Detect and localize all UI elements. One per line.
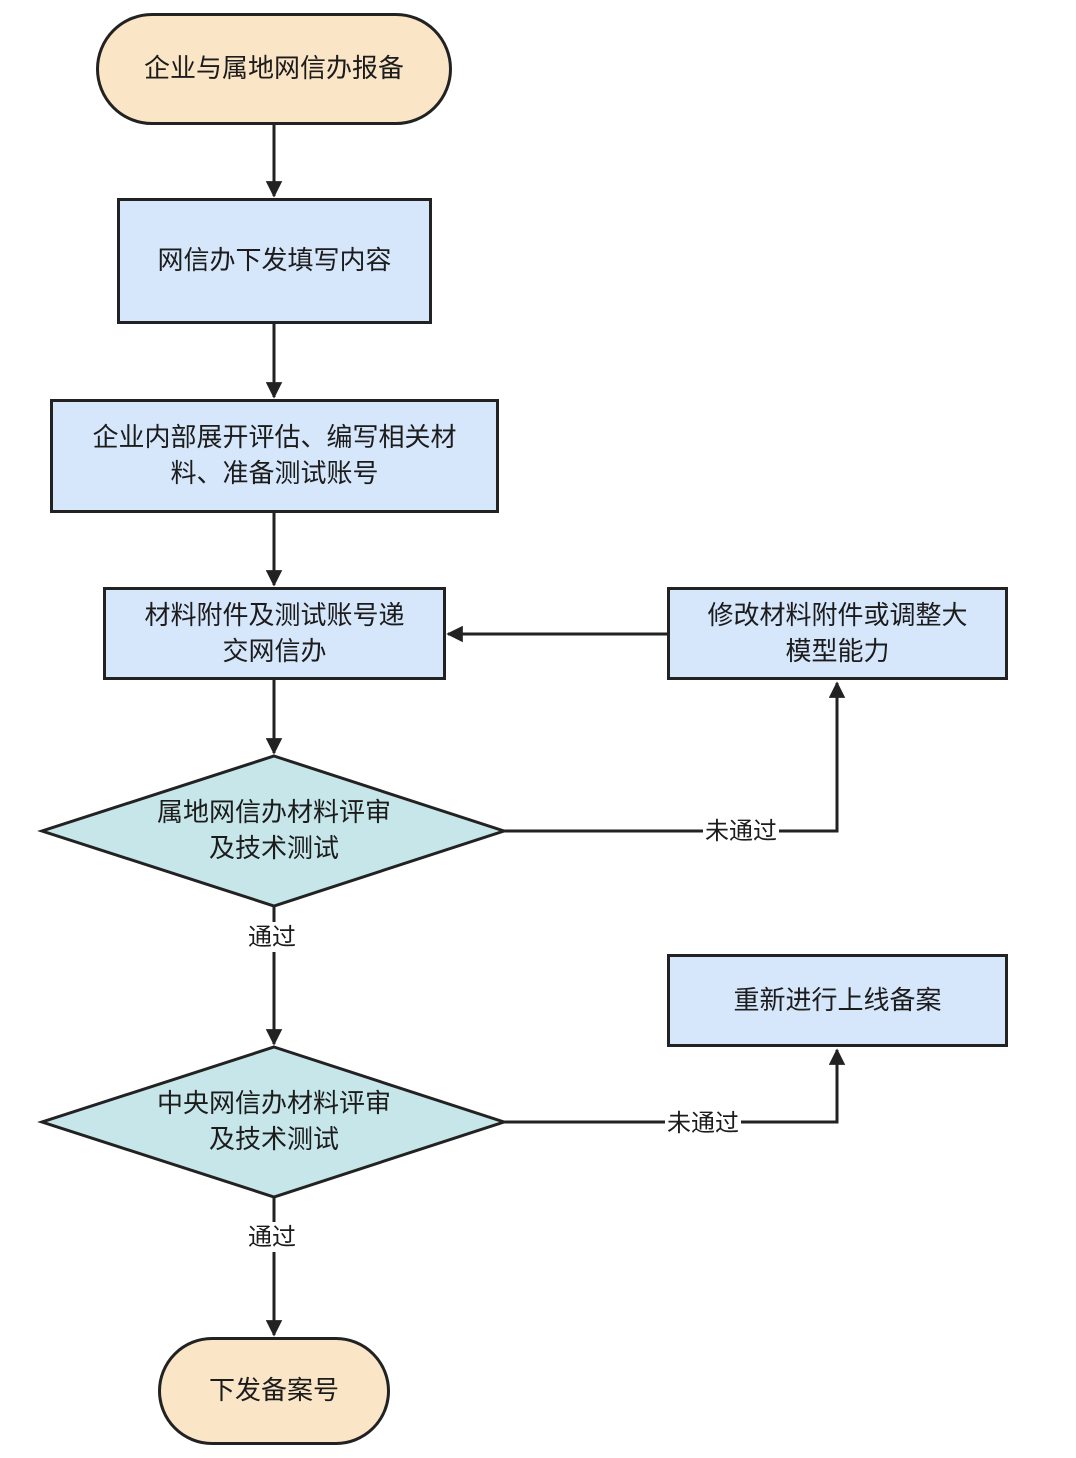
start-node: 企业与属地网信办报备 xyxy=(96,13,452,125)
local-review-pass-label: 通过 xyxy=(246,922,298,952)
end-node-label: 下发备案号 xyxy=(208,1376,339,1406)
internal-eval-node-label: 企业内部展开评估、编写相关材 料、准备测试账号 xyxy=(92,423,457,489)
submit-materials-node: 材料附件及测试账号递 交网信办 xyxy=(103,587,446,680)
local-review-label: 属地网信办材料评审 及技术测试 xyxy=(156,798,391,864)
revise-node-label: 修改材料附件或调整大 模型能力 xyxy=(707,600,968,667)
central-review-fail-label: 未通过 xyxy=(665,1108,741,1138)
local-review-fail-label: 未通过 xyxy=(703,816,779,846)
start-node-label: 企业与属地网信办报备 xyxy=(143,54,404,84)
refile-node: 重新进行上线备案 xyxy=(667,954,1008,1047)
submit-materials-node-label: 材料附件及测试账号递 交网信办 xyxy=(144,600,405,667)
issue-form-node: 网信办下发填写内容 xyxy=(117,198,432,324)
end-node: 下发备案号 xyxy=(158,1337,390,1445)
edge-local-review-fail-to-revise xyxy=(504,681,846,833)
refile-node-label: 重新进行上线备案 xyxy=(733,985,942,1016)
revise-node: 修改材料附件或调整大 模型能力 xyxy=(667,587,1008,680)
central-review-pass-label: 通过 xyxy=(246,1222,298,1252)
internal-eval-node: 企业内部展开评估、编写相关材 料、准备测试账号 xyxy=(50,399,499,513)
edge-central-review-fail-to-refile xyxy=(504,1048,846,1124)
central-review-label: 中央网信办材料评审 及技术测试 xyxy=(156,1089,391,1155)
issue-form-node-label: 网信办下发填写内容 xyxy=(157,246,392,276)
